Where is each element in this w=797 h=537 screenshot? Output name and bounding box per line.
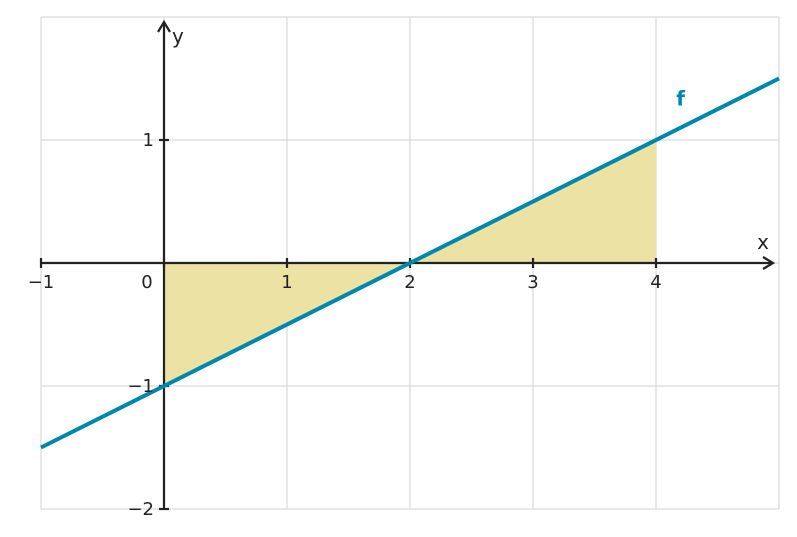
series-line-f [40,76,780,450]
x-axis-arrow [762,256,776,270]
y-tick-label: −1 [127,376,154,397]
x-tick-label: 1 [281,272,292,293]
labels: x y −1 0 1 2 3 4 −2 −1 1 f [28,24,769,520]
x-tick-label: 0 [141,272,152,293]
x-tick-label: −1 [28,272,55,293]
series-label-f: f [676,87,685,111]
x-axis-label: x [757,230,769,254]
x-tick-label: 3 [527,272,538,293]
series-lines [40,76,780,450]
y-axis-label: y [172,24,184,48]
y-axis-arrow [157,19,171,33]
y-tick-label: −2 [127,499,154,520]
x-tick-label: 2 [404,272,415,293]
y-tick-label: 1 [143,130,154,151]
x-tick-label: 4 [650,272,661,293]
